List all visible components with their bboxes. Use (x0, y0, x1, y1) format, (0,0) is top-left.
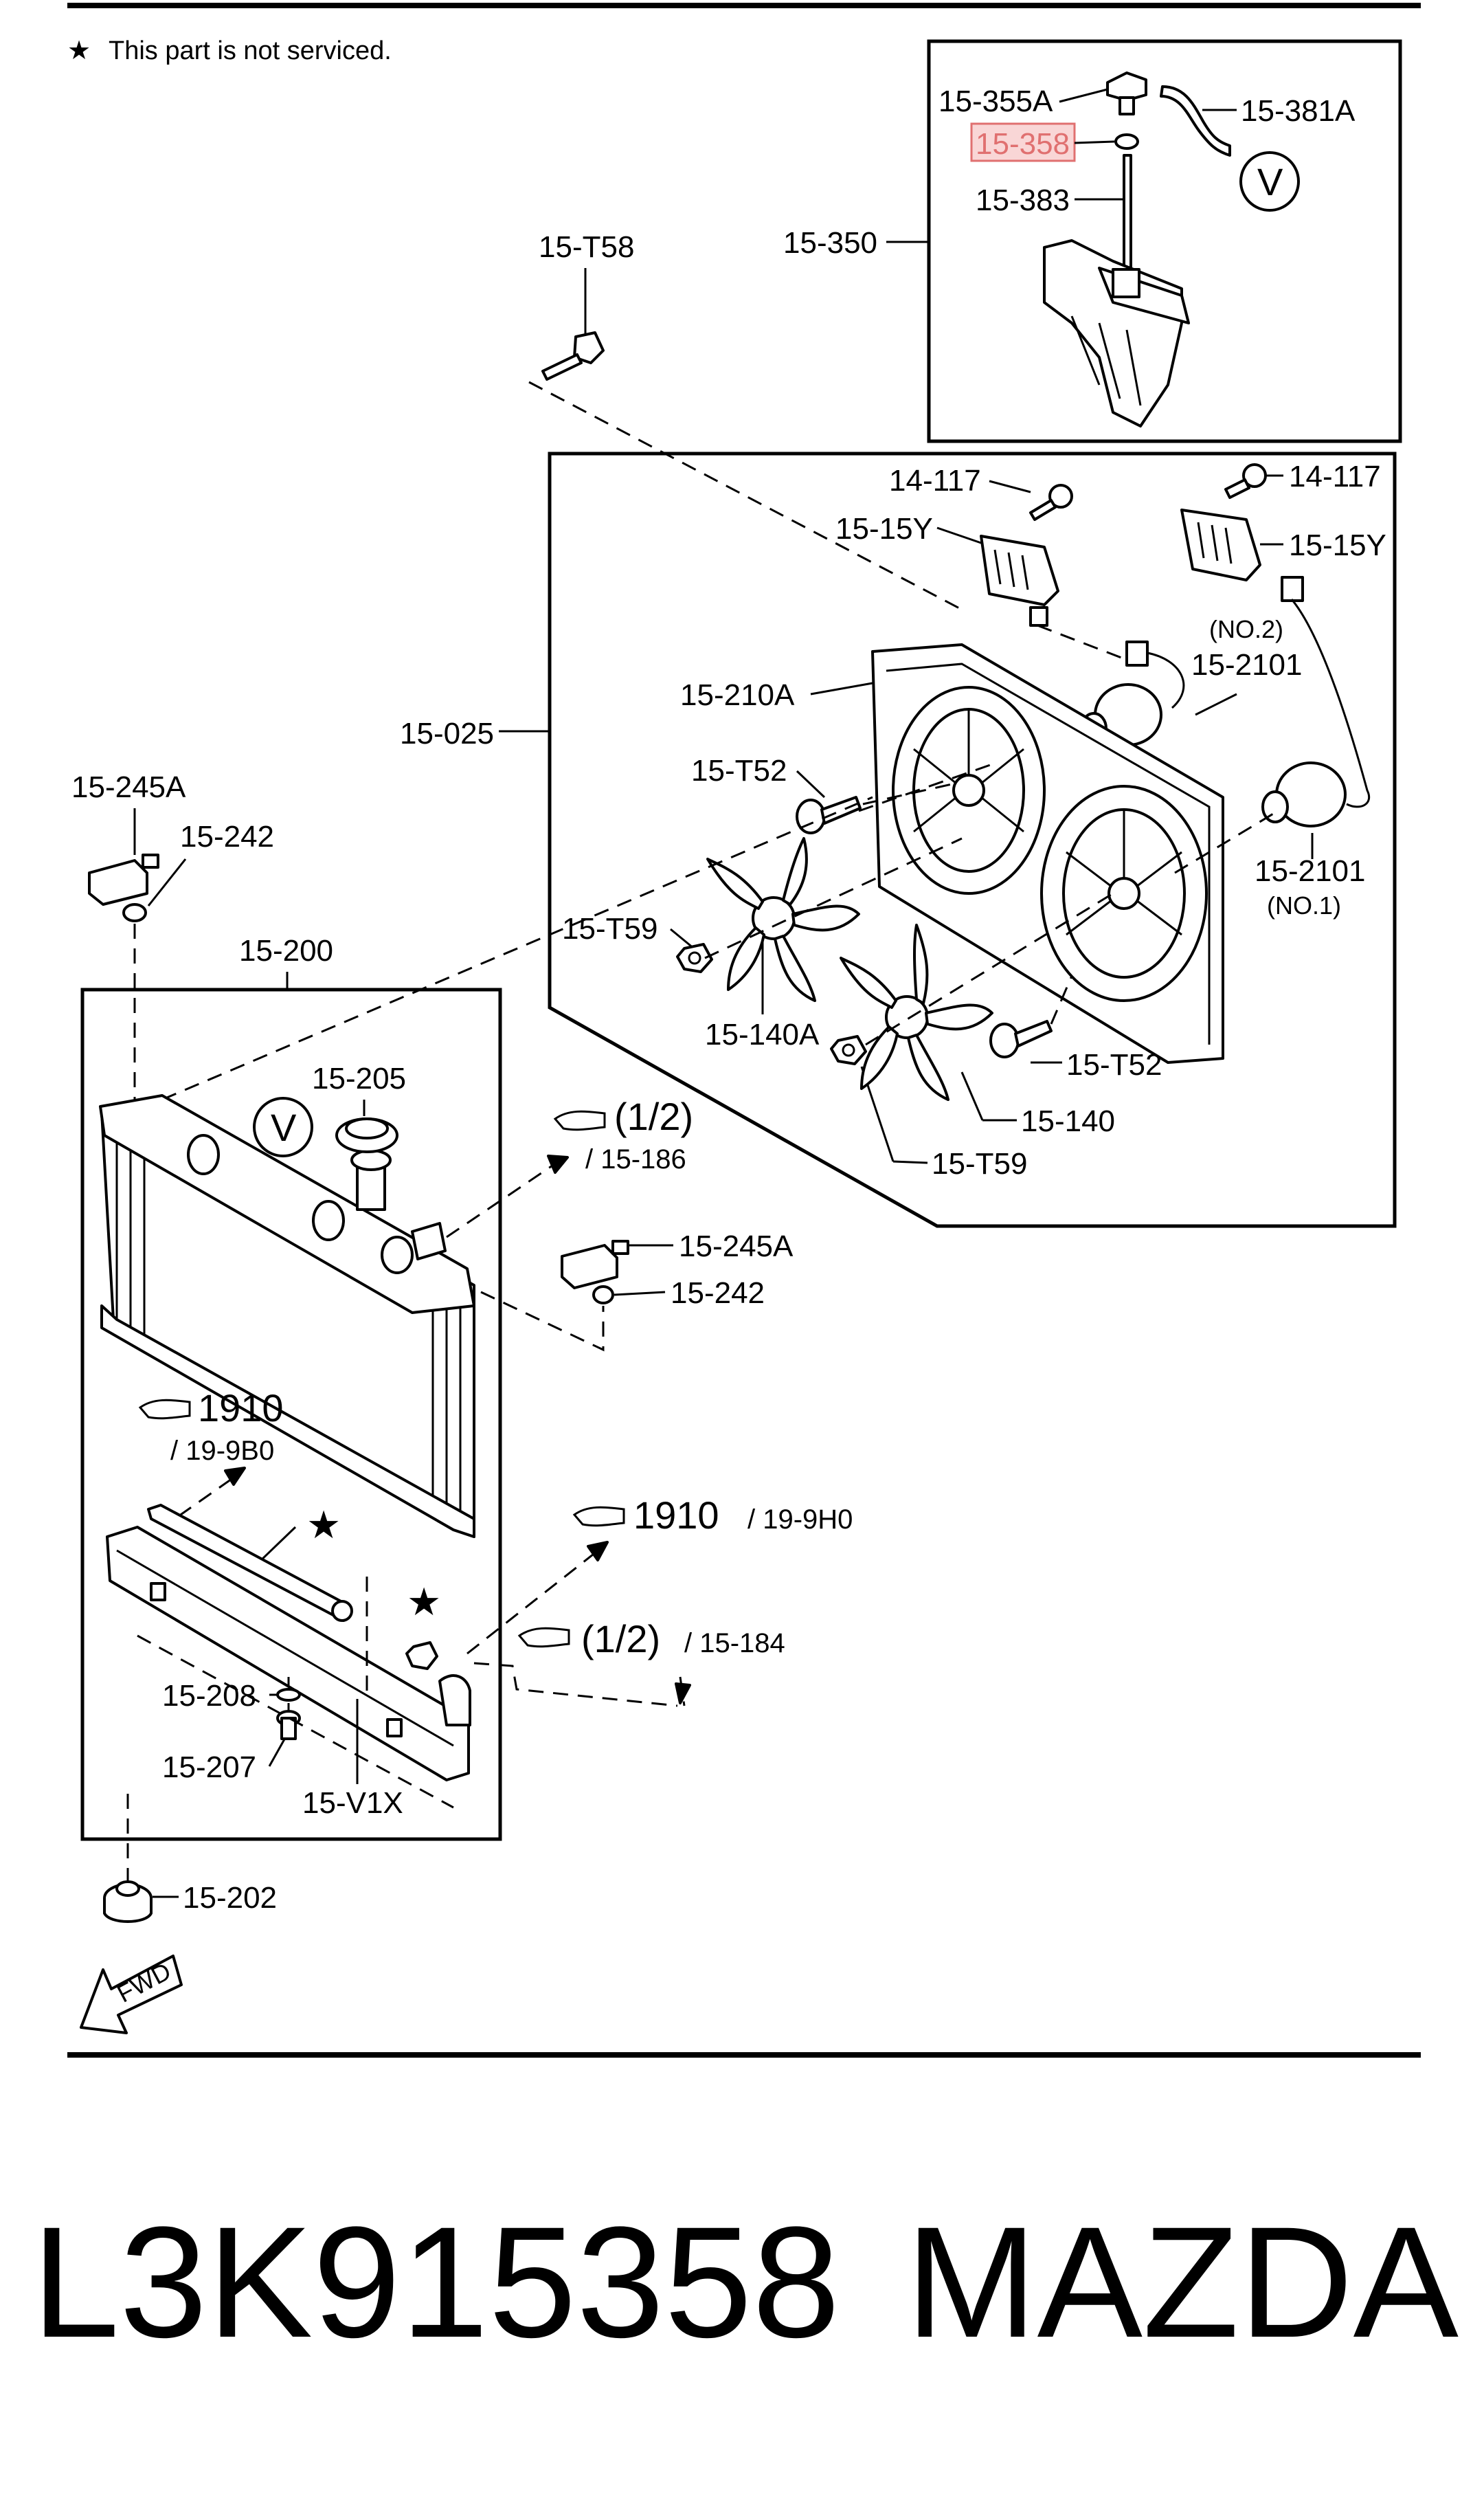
not-serviced-note: This part is not serviced. (109, 36, 392, 65)
star-nut: ★ (407, 1580, 441, 1623)
bracket-15-245A-top[interactable] (88, 854, 159, 906)
label-14-117-right: 14-117 (1289, 460, 1381, 493)
reference-1-2-bottom[interactable]: (1/2) / 15-184 (517, 1617, 785, 1660)
nut-not-serviced[interactable] (405, 1641, 438, 1670)
label-15-381A: 15-381A (1241, 94, 1356, 128)
label-15-T59-right: 15-T59 (932, 1147, 1027, 1181)
reference-1-2-top[interactable]: (1/2) / 15-186 (553, 1095, 693, 1175)
svg-text:1910: 1910 (633, 1493, 719, 1537)
label-15-15Y-right: 15-15Y (1289, 529, 1386, 562)
mount-15-202[interactable] (103, 1880, 153, 1923)
circle-v-top (1239, 151, 1300, 212)
label-15-200: 15-200 (239, 934, 333, 968)
nut-15-T59-right[interactable] (830, 1035, 867, 1065)
label-15-207: 15-207 (162, 1750, 256, 1784)
label-15-2101-bottom: 15-2101 (1255, 854, 1365, 888)
label-15-15Y-left: 15-15Y (835, 512, 933, 546)
label-15-208: 15-208 (162, 1679, 256, 1713)
label-15-V1X: 15-V1X (302, 1786, 403, 1820)
bolt-14-117-right[interactable] (1224, 463, 1267, 499)
bolt-15-T52-left[interactable] (796, 796, 862, 834)
o-ring-15-208[interactable] (276, 1688, 301, 1702)
svg-text:/ 15-184: / 15-184 (684, 1628, 785, 1658)
label-15-383: 15-383 (976, 183, 1070, 217)
label-15-210A: 15-210A (680, 678, 795, 712)
radiator-box (80, 988, 502, 1841)
label-15-245A-top: 15-245A (71, 770, 186, 804)
label-15-2101-top: 15-2101 (1191, 648, 1302, 682)
label-14-117-left: 14-117 (889, 464, 981, 498)
label-15-T52-right: 15-T52 (1066, 1048, 1162, 1082)
grommet-15-242-mid[interactable] (592, 1285, 614, 1304)
fan-shroud-15-210A[interactable] (871, 643, 1224, 1064)
label-15-205: 15-205 (312, 1062, 406, 1095)
highlight-15-358 (970, 122, 1076, 162)
svg-text:/ 15-186: / 15-186 (585, 1144, 686, 1175)
radiator-cap-15-205[interactable] (335, 1117, 398, 1153)
nut-15-T59-left[interactable] (676, 943, 713, 973)
fan-assembly-box (548, 452, 1397, 1228)
grommet-15-242-top[interactable] (122, 903, 147, 922)
bracket-15-245A-mid[interactable] (561, 1240, 629, 1289)
reservoir-tank-15-350[interactable] (1043, 239, 1190, 427)
label-15-202: 15-202 (183, 1881, 277, 1915)
svg-text:1910: 1910 (198, 1386, 284, 1430)
label-15-242-mid: 15-242 (671, 1276, 765, 1310)
circle-v-radiator-letter: V (271, 1106, 297, 1149)
label-no2: (NO.2) (1209, 615, 1283, 643)
label-15-245A-mid: 15-245A (679, 1230, 794, 1263)
radiator-upper-hose-neck[interactable] (187, 1134, 447, 1274)
reference-1910-left[interactable]: 1910 / 19-9B0 (138, 1386, 284, 1466)
bolt-14-117-left[interactable] (1029, 484, 1073, 521)
dipstick-15-383[interactable] (1123, 154, 1132, 272)
fan-blade-15-140A[interactable] (706, 837, 860, 1002)
label-15-355A: 15-355A (938, 85, 1053, 118)
o-ring-15-358[interactable] (1114, 133, 1139, 150)
circle-v-top-letter: V (1257, 160, 1283, 203)
drain-plug-15-207[interactable] (276, 1710, 301, 1740)
svg-text:/ 19-9B0: / 19-9B0 (170, 1436, 274, 1466)
radiator-core-15-200[interactable] (99, 1094, 475, 1538)
footer-part-number: L3K915358 (32, 2194, 840, 2370)
label-15-242-top: 15-242 (180, 820, 274, 854)
label-15-T59-left: 15-T59 (562, 912, 657, 946)
reservoir-cap-15-355A[interactable] (1106, 71, 1147, 115)
label-15-025: 15-025 (400, 717, 494, 750)
label-15-140A: 15-140A (705, 1018, 820, 1052)
reference-1910-right[interactable]: 1910 / 19-9H0 (572, 1493, 853, 1537)
svg-text:(1/2): (1/2) (581, 1617, 660, 1660)
fan-motor-15-2101-no1[interactable] (1261, 761, 1347, 827)
label-15-T58: 15-T58 (539, 230, 634, 264)
label-no1: (NO.1) (1267, 891, 1341, 920)
fan-blade-15-140[interactable] (840, 924, 993, 1101)
label-15-350: 15-350 (783, 226, 877, 260)
circle-v-radiator (253, 1097, 313, 1157)
bolt-15-T52-right[interactable] (989, 1020, 1053, 1058)
star-upper-tank: ★ (306, 1503, 341, 1546)
label-15-358[interactable]: 15-358 (976, 127, 1070, 161)
fan-resistor-15-15Y-left[interactable] (980, 535, 1059, 627)
footer-brand: MAZDA (906, 2194, 1459, 2370)
svg-text:(1/2): (1/2) (614, 1095, 693, 1138)
not-serviced-star: ★ (67, 36, 91, 65)
overflow-hose-15-381A[interactable] (1160, 85, 1231, 157)
lower-tank-15-V1X[interactable] (106, 1504, 471, 1781)
svg-text:/ 19-9H0: / 19-9H0 (747, 1504, 853, 1535)
bolt-15-T58[interactable] (541, 331, 605, 381)
label-15-T52-left: 15-T52 (691, 754, 787, 788)
fwd-arrow-icon: FWD (80, 1955, 183, 2034)
fan-resistor-15-15Y-right[interactable] (1180, 509, 1304, 602)
label-15-140: 15-140 (1021, 1104, 1115, 1138)
